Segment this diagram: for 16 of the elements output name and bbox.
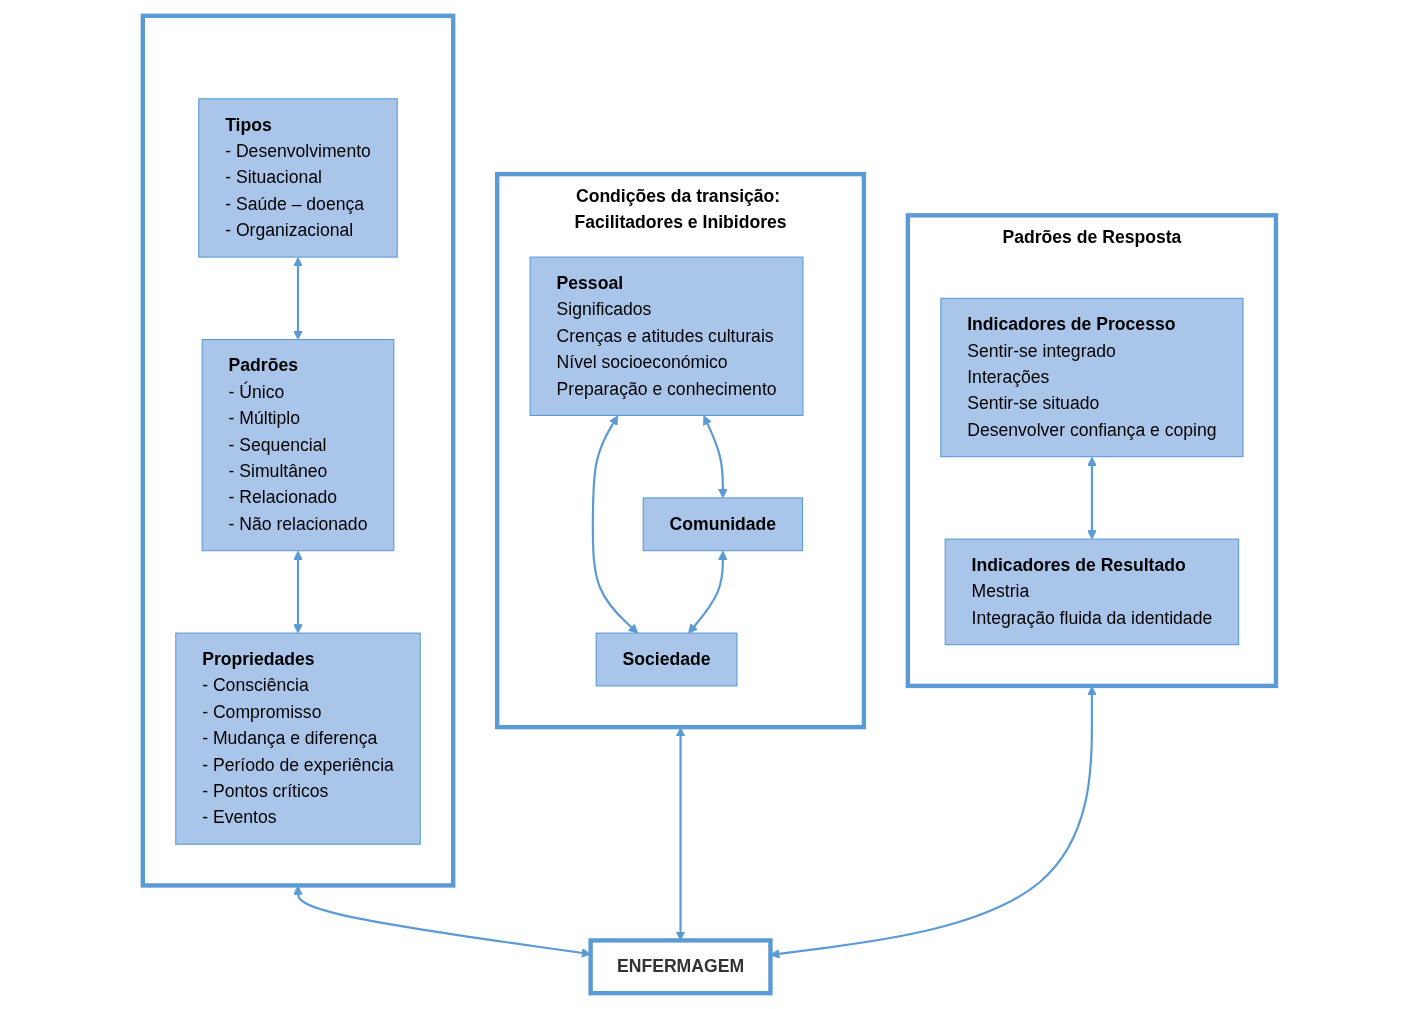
node-box: Padrões - Único - Múltiplo - Sequencial - Simultâneo - Relacionado - Não relacionado xyxy=(201,339,394,552)
arrow xyxy=(687,550,728,634)
node-box: Indicadores de Processo Sentir-se integrado Interações Sentir-se situado Desenvolver confiança e coping xyxy=(939,297,1244,458)
arrow xyxy=(591,415,638,634)
arrow xyxy=(702,415,728,499)
node-box: ENFERMAGEM xyxy=(588,938,773,996)
node-box: Tipos - Desenvolvimento - Situacional - Saúde – doença - Organizacional xyxy=(197,98,398,258)
node-box: Comunidade xyxy=(642,497,803,552)
node-box: Propriedades - Consciência - Compromisso - Mudança e diferença - Período de experiência - Pontos críticos - Eventos xyxy=(174,632,421,845)
arrow xyxy=(292,257,303,340)
node-box: Pessoal Significados Crenças e atitudes culturais Nível socioeconómico Preparação e conhecimento xyxy=(529,256,804,416)
node-box: Indicadores de Resultado Mestria Integração fluida da identidade xyxy=(944,538,1239,646)
node-box: Sociedade xyxy=(595,632,738,687)
cluster xyxy=(140,13,455,888)
arrow xyxy=(292,550,303,634)
arrow xyxy=(1086,456,1097,540)
